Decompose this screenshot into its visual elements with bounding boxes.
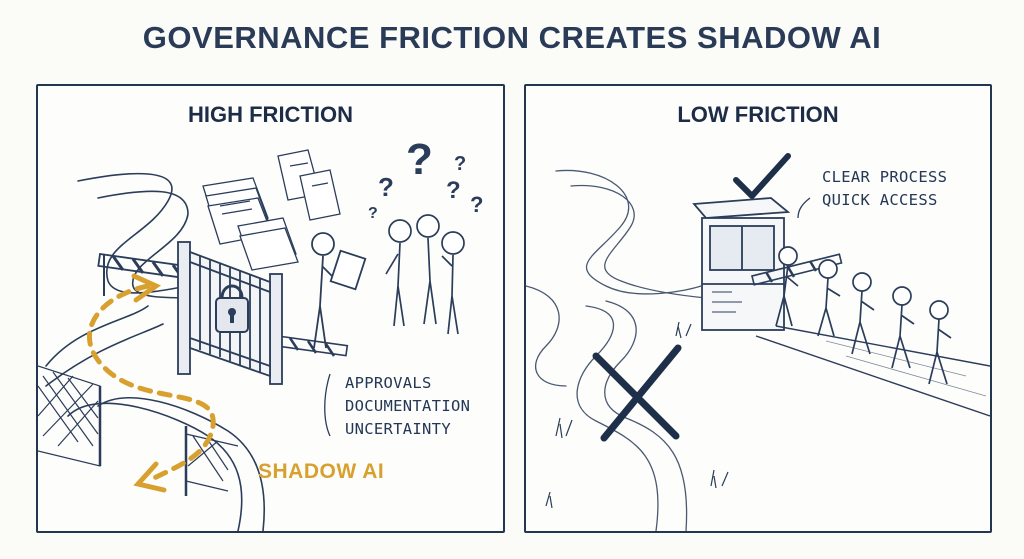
friction-notes: APPROVALS DOCUMENTATION UNCERTAINTY bbox=[345, 372, 470, 441]
grass-tufts bbox=[545, 321, 729, 509]
note-approvals: APPROVALS bbox=[345, 374, 432, 392]
svg-text:?: ? bbox=[378, 172, 394, 202]
paper-stacks bbox=[202, 149, 341, 271]
svg-text:?: ? bbox=[470, 192, 483, 217]
svg-text:?: ? bbox=[446, 177, 461, 204]
svg-text:?: ? bbox=[406, 135, 433, 184]
confused-people bbox=[385, 214, 465, 335]
low-friction-notes: CLEAR PROCESS QUICK ACCESS bbox=[822, 166, 947, 212]
blocked-path-x-icon bbox=[592, 344, 682, 442]
checkpoint-booth bbox=[692, 197, 791, 331]
high-friction-panel: ? ? ? ? ? ? HIGH FRICTION APPROVALS DOCU… bbox=[36, 84, 505, 533]
note-brace bbox=[324, 373, 331, 437]
low-friction-title: LOW FRICTION bbox=[677, 102, 839, 127]
chain-link-fence-left bbox=[38, 365, 102, 467]
low-friction-panel: LOW FRICTION CLEAR PROCESS QUICK ACCESS bbox=[524, 84, 992, 533]
low-friction-illustration bbox=[526, 153, 990, 531]
person-with-clipboard bbox=[311, 232, 367, 349]
question-mark-icons: ? ? ? ? ? ? bbox=[368, 135, 483, 222]
barrier-arm-open bbox=[751, 253, 843, 286]
shadow-ai-label: SHADOW AI bbox=[258, 460, 385, 483]
checkmark-icon bbox=[733, 153, 791, 199]
svg-text:?: ? bbox=[368, 205, 378, 222]
padlock-icon bbox=[215, 284, 249, 333]
high-friction-illustration: ? ? ? ? ? ? bbox=[38, 135, 483, 531]
note-documentation: DOCUMENTATION bbox=[345, 397, 471, 415]
svg-text:?: ? bbox=[454, 153, 466, 175]
shadow-ai-detour-arrow bbox=[87, 273, 216, 493]
note-uncertainty: UNCERTAINTY bbox=[345, 420, 451, 438]
barrier-arm-right bbox=[275, 335, 349, 357]
smooth-road bbox=[755, 325, 990, 417]
note-clear-process: CLEAR PROCESS bbox=[822, 168, 948, 186]
label-pointer bbox=[797, 197, 811, 219]
chain-link-fence-right bbox=[184, 426, 239, 496]
diagram-title: GOVERNANCE FRICTION CREATES SHADOW AI bbox=[142, 20, 882, 55]
high-friction-title: HIGH FRICTION bbox=[188, 102, 353, 127]
note-quick-access: QUICK ACCESS bbox=[822, 191, 938, 209]
people-walking bbox=[775, 246, 952, 385]
